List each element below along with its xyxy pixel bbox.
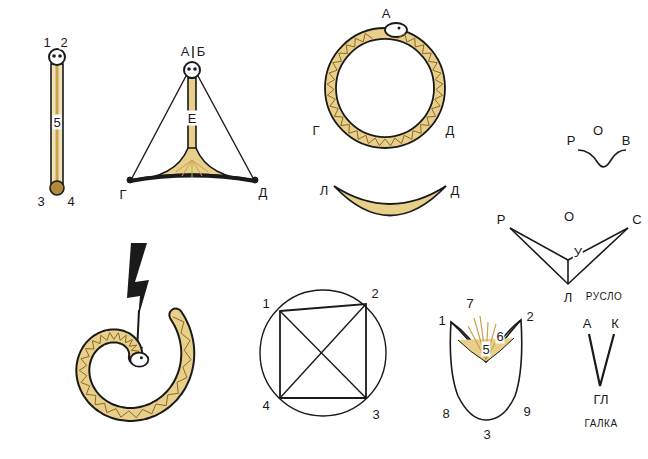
figure-caption: РУСЛО (585, 291, 624, 303)
point-label: Д (450, 183, 461, 198)
point-label: 3 (36, 194, 45, 209)
point-label: О (563, 209, 575, 224)
riverbed (510, 228, 628, 284)
point-label: А (582, 316, 593, 331)
ouroboros (325, 23, 445, 148)
point-label: Г (118, 187, 127, 202)
tulip (450, 316, 521, 420)
point-label: Л (319, 183, 330, 198)
point-label: 1 (261, 296, 270, 311)
point-label: С (631, 212, 642, 227)
scale-zigzag (79, 317, 191, 418)
point-label: 6 (495, 329, 504, 344)
snake-outline (83, 315, 188, 414)
snake-head (130, 353, 148, 367)
point-label: Д (445, 123, 456, 138)
point-label: Д (258, 185, 269, 200)
figure-caption: ГАЛКА (583, 418, 618, 430)
point-label: 3 (371, 407, 380, 422)
point-label: 9 (522, 404, 531, 419)
point-label: К (610, 316, 620, 331)
point-label: Р (566, 133, 577, 148)
rod-figure (49, 49, 65, 195)
point-label: 2 (370, 286, 379, 301)
circle-square (260, 290, 386, 416)
point-label: 2 (59, 35, 68, 50)
point-label: Л (563, 290, 574, 305)
wave (578, 150, 626, 167)
point-label: 1 (42, 35, 51, 50)
point-label: Е (187, 111, 198, 126)
snake-body (83, 315, 188, 414)
point-label: 4 (66, 194, 75, 209)
point-label: 3 (482, 427, 491, 442)
point-label: ГЛ (593, 392, 610, 407)
jackdaw-v (589, 334, 614, 386)
point-label: 7 (465, 296, 474, 311)
point-label: Р (496, 212, 507, 227)
point-label: О (592, 123, 604, 138)
snake-eye (140, 356, 143, 359)
point-label: А (381, 6, 392, 21)
crescent (334, 186, 446, 216)
point-label: 1 (437, 313, 446, 328)
spiral-snake (79, 315, 191, 418)
point-label: 2 (525, 309, 534, 324)
point-label: Г (311, 123, 320, 138)
point-label: В (621, 133, 632, 148)
point-label: 8 (441, 406, 450, 421)
point-label: 4 (261, 398, 270, 413)
scale-zigzag (327, 33, 443, 145)
point-label: Б (196, 44, 207, 59)
triangle-figure (127, 46, 258, 183)
point-label: У (573, 245, 583, 260)
point-label: 5 (52, 115, 61, 130)
point-label: А (180, 44, 191, 59)
point-label: 5 (481, 342, 490, 357)
